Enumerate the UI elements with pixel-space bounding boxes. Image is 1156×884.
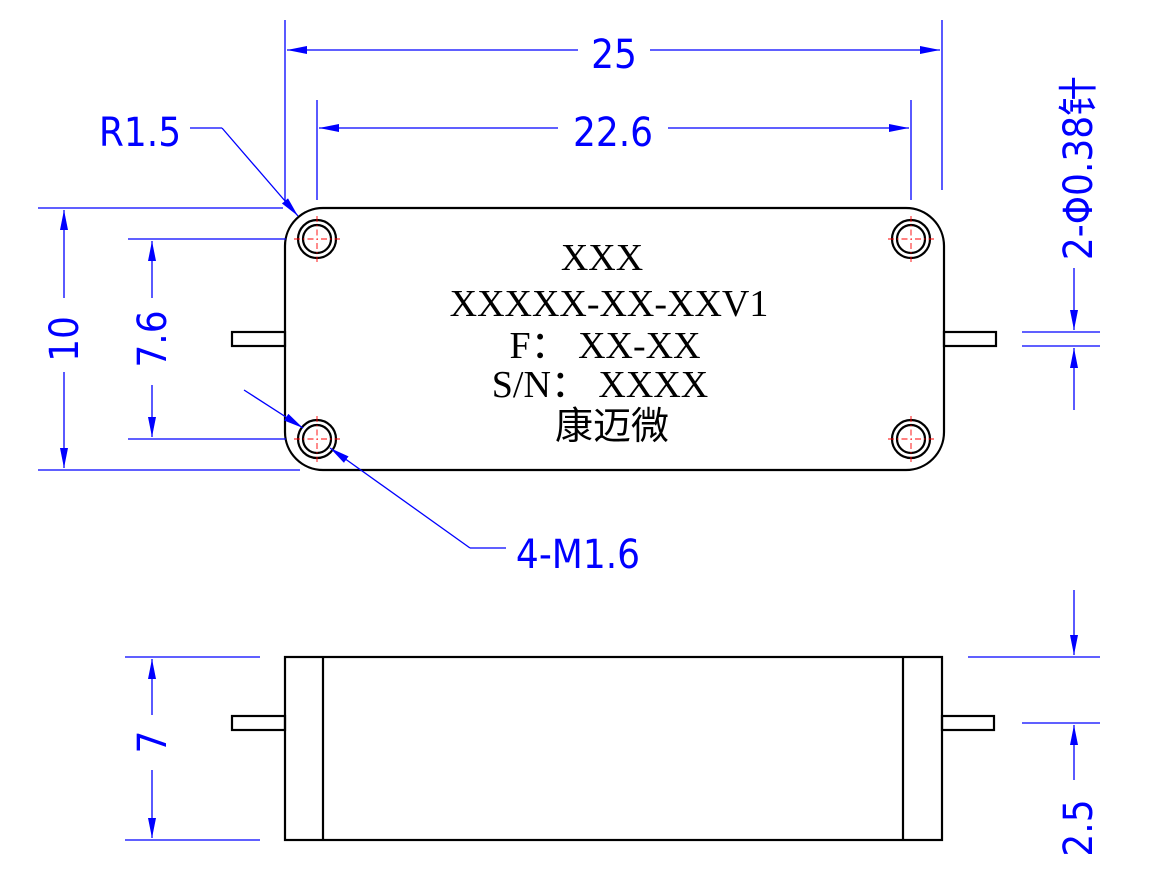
front-view: XXX XXXXX-XX-XXV1 F： XX-XX S/N： XXXX 康迈微 xyxy=(230,206,998,472)
dim-overall-width-text: 10 xyxy=(42,316,88,362)
dim-pin-height-text: 2.5 xyxy=(1056,799,1102,856)
dim-overall-width: 10 xyxy=(38,207,300,471)
dim-overall-length: 25 xyxy=(284,20,943,205)
mount-hole-top-left xyxy=(294,216,340,262)
label-line-1: XXX xyxy=(561,237,643,279)
dim-mount-holes-text: 4-M1.6 xyxy=(516,532,640,578)
dim-overall-length-text: 25 xyxy=(591,32,637,78)
side-view xyxy=(230,655,996,842)
dim-hole-spacing-y: 7.6 xyxy=(128,238,286,440)
label-line-5: 康迈微 xyxy=(555,406,669,448)
mount-hole-bottom-right xyxy=(888,416,934,462)
mount-hole-top-right xyxy=(888,216,934,262)
dim-pins-text: 2-Φ0.38针 xyxy=(1056,76,1102,260)
dim-corner-radius-text: R1.5 xyxy=(99,110,181,156)
right-pin xyxy=(942,330,998,348)
dim-corner-radius: R1.5 xyxy=(99,110,299,217)
left-pin xyxy=(230,330,287,348)
side-right-pin xyxy=(940,714,996,732)
label-line-2: XXXXX-XX-XXV1 xyxy=(450,283,769,325)
dim-hole-spacing-x: 22.6 xyxy=(316,100,912,200)
dim-mount-holes: 4-M1.6 xyxy=(243,389,640,578)
dim-height: 7 xyxy=(125,656,260,841)
mount-hole-bottom-left xyxy=(294,416,340,462)
label-line-4: S/N： XXXX xyxy=(492,364,708,406)
dim-pins: 2-Φ0.38针 xyxy=(1022,76,1102,410)
label-line-3: F： XX-XX xyxy=(509,325,700,367)
dim-hole-spacing-x-text: 22.6 xyxy=(573,110,653,156)
dim-pin-height: 2.5 xyxy=(968,590,1102,857)
side-left-pin xyxy=(230,714,287,732)
side-view-body xyxy=(283,655,944,842)
dim-height-text: 7 xyxy=(130,731,176,754)
dim-hole-spacing-y-text: 7.6 xyxy=(130,310,176,367)
product-label: XXX XXXXX-XX-XXV1 F： XX-XX S/N： XXXX 康迈微 xyxy=(450,237,769,448)
